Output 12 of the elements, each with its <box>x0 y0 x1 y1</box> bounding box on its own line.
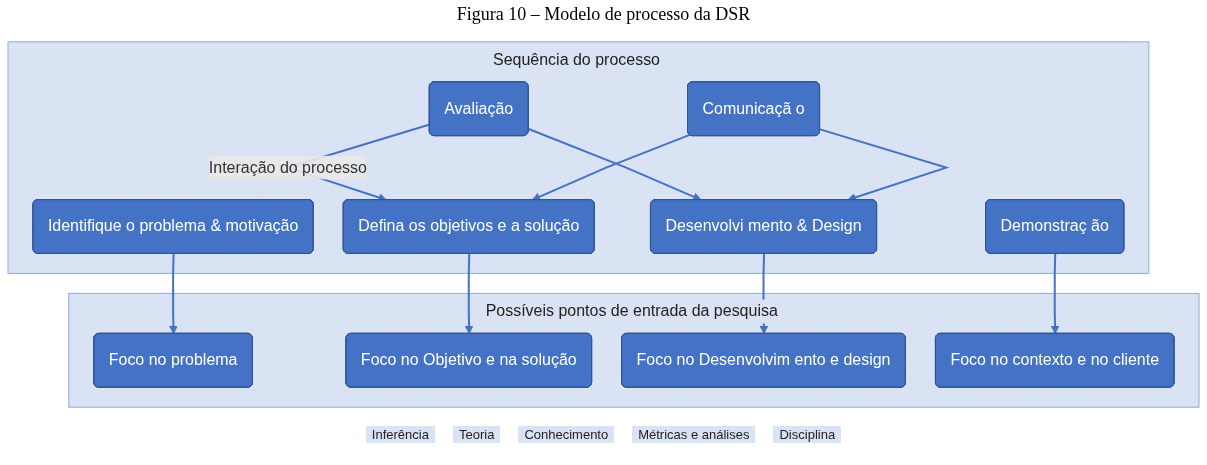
arrow <box>527 127 702 201</box>
stage-connector-label: Inferência <box>365 426 435 443</box>
arrow <box>169 252 178 335</box>
arrow <box>1050 252 1060 335</box>
stage-connector-label: Disciplina <box>773 426 842 443</box>
arrow <box>531 133 691 201</box>
arrow <box>464 252 474 335</box>
figure-title: Figura 10 – Modelo de processo da DSR <box>455 4 752 25</box>
stage-connector-label: Conhecimento <box>518 426 615 443</box>
edge-label: Interação do processo <box>208 158 367 176</box>
stage-connector-label: Métricas e análises <box>632 426 756 443</box>
stage-connector-label: Teoria <box>452 426 501 443</box>
